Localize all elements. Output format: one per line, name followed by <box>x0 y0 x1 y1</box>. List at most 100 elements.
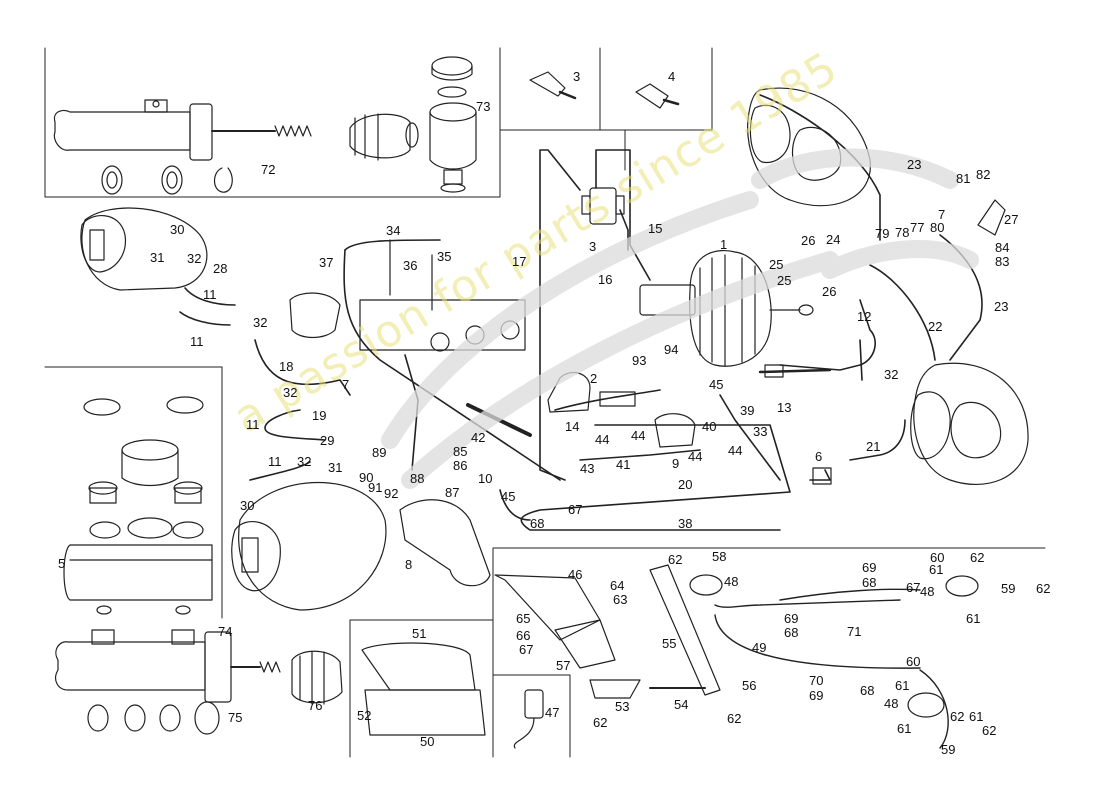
callout-25[interactable]: 25 <box>777 273 792 288</box>
callout-65[interactable]: 65 <box>516 611 531 626</box>
callout-94[interactable]: 94 <box>664 342 679 357</box>
callout-46[interactable]: 46 <box>568 567 583 582</box>
callout-31[interactable]: 31 <box>150 250 165 265</box>
callout-88[interactable]: 88 <box>410 471 425 486</box>
callout-1[interactable]: 1 <box>720 237 728 252</box>
callout-45[interactable]: 45 <box>501 489 516 504</box>
callout-86[interactable]: 86 <box>453 458 468 473</box>
callout-51[interactable]: 51 <box>412 626 427 641</box>
callout-4[interactable]: 4 <box>668 69 676 84</box>
callout-36[interactable]: 36 <box>403 258 418 273</box>
callout-53[interactable]: 53 <box>615 699 630 714</box>
callout-47[interactable]: 47 <box>545 705 560 720</box>
callout-71[interactable]: 71 <box>847 624 862 639</box>
callout-58[interactable]: 58 <box>712 549 727 564</box>
callout-7[interactable]: 7 <box>938 207 946 222</box>
callout-72[interactable]: 72 <box>261 162 276 177</box>
callout-16[interactable]: 16 <box>598 272 613 287</box>
callout-66[interactable]: 66 <box>516 628 531 643</box>
callout-61[interactable]: 61 <box>929 562 944 577</box>
callout-25[interactable]: 25 <box>769 257 784 272</box>
callout-43[interactable]: 43 <box>580 461 595 476</box>
callout-40[interactable]: 40 <box>702 419 717 434</box>
callout-48[interactable]: 48 <box>920 584 935 599</box>
callout-75[interactable]: 75 <box>228 710 243 725</box>
callout-13[interactable]: 13 <box>777 400 792 415</box>
callout-91[interactable]: 91 <box>368 480 383 495</box>
callout-38[interactable]: 38 <box>678 516 693 531</box>
callout-11[interactable]: 11 <box>246 417 260 432</box>
callout-18[interactable]: 18 <box>279 359 294 374</box>
callout-9[interactable]: 9 <box>672 456 680 471</box>
callout-74[interactable]: 74 <box>218 624 233 639</box>
callout-37[interactable]: 37 <box>319 255 334 270</box>
callout-11[interactable]: 11 <box>203 287 217 302</box>
callout-62[interactable]: 62 <box>970 550 985 565</box>
callout-32[interactable]: 32 <box>187 251 202 266</box>
callout-69[interactable]: 69 <box>784 611 799 626</box>
callout-44[interactable]: 44 <box>688 449 703 464</box>
callout-44[interactable]: 44 <box>631 428 646 443</box>
callout-68[interactable]: 68 <box>860 683 875 698</box>
callout-39[interactable]: 39 <box>740 403 755 418</box>
callout-30[interactable]: 30 <box>170 222 185 237</box>
callout-5[interactable]: 5 <box>58 556 66 571</box>
callout-59[interactable]: 59 <box>941 742 956 757</box>
callout-45[interactable]: 45 <box>709 377 724 392</box>
callout-42[interactable]: 42 <box>471 430 486 445</box>
callout-60[interactable]: 60 <box>930 550 945 565</box>
callout-48[interactable]: 48 <box>884 696 899 711</box>
callout-81[interactable]: 81 <box>956 171 971 186</box>
callout-30[interactable]: 30 <box>240 498 255 513</box>
callout-10[interactable]: 10 <box>478 471 493 486</box>
callout-50[interactable]: 50 <box>420 734 435 749</box>
callout-31[interactable]: 31 <box>328 460 343 475</box>
callout-29[interactable]: 29 <box>320 433 335 448</box>
callout-61[interactable]: 61 <box>895 678 910 693</box>
callout-3[interactable]: 3 <box>589 239 597 254</box>
callout-21[interactable]: 21 <box>866 439 881 454</box>
callout-11[interactable]: 11 <box>268 454 282 469</box>
callout-61[interactable]: 61 <box>966 611 981 626</box>
callout-60[interactable]: 60 <box>906 654 921 669</box>
callout-77[interactable]: 77 <box>910 220 925 235</box>
callout-68[interactable]: 68 <box>862 575 877 590</box>
callout-17[interactable]: 17 <box>512 254 527 269</box>
callout-69[interactable]: 69 <box>809 688 824 703</box>
callout-48[interactable]: 48 <box>724 574 739 589</box>
callout-76[interactable]: 76 <box>308 698 323 713</box>
callout-63[interactable]: 63 <box>613 592 628 607</box>
callout-67[interactable]: 67 <box>568 502 583 517</box>
callout-68[interactable]: 68 <box>530 516 545 531</box>
callout-11[interactable]: 11 <box>190 334 204 349</box>
callout-78[interactable]: 78 <box>895 225 910 240</box>
callout-62[interactable]: 62 <box>950 709 965 724</box>
callout-90[interactable]: 90 <box>359 470 374 485</box>
callout-55[interactable]: 55 <box>662 636 677 651</box>
callout-20[interactable]: 20 <box>678 477 693 492</box>
callout-52[interactable]: 52 <box>357 708 372 723</box>
callout-57[interactable]: 57 <box>556 658 571 673</box>
callout-28[interactable]: 28 <box>213 261 228 276</box>
callout-35[interactable]: 35 <box>437 249 452 264</box>
callout-34[interactable]: 34 <box>386 223 401 238</box>
callout-54[interactable]: 54 <box>674 697 689 712</box>
callout-32[interactable]: 32 <box>283 385 298 400</box>
callout-23[interactable]: 23 <box>907 157 922 172</box>
callout-67[interactable]: 67 <box>519 642 534 657</box>
callout-93[interactable]: 93 <box>632 353 647 368</box>
callout-19[interactable]: 19 <box>312 408 327 423</box>
callout-22[interactable]: 22 <box>928 319 943 334</box>
callout-8[interactable]: 8 <box>405 557 413 572</box>
callout-49[interactable]: 49 <box>752 640 767 655</box>
callout-69[interactable]: 69 <box>862 560 877 575</box>
callout-41[interactable]: 41 <box>616 457 631 472</box>
callout-33[interactable]: 33 <box>753 424 768 439</box>
callout-73[interactable]: 73 <box>476 99 491 114</box>
callout-67[interactable]: 67 <box>906 580 921 595</box>
callout-56[interactable]: 56 <box>742 678 757 693</box>
callout-61[interactable]: 61 <box>897 721 912 736</box>
callout-62[interactable]: 62 <box>593 715 608 730</box>
callout-84[interactable]: 84 <box>995 240 1010 255</box>
callout-32[interactable]: 32 <box>884 367 899 382</box>
